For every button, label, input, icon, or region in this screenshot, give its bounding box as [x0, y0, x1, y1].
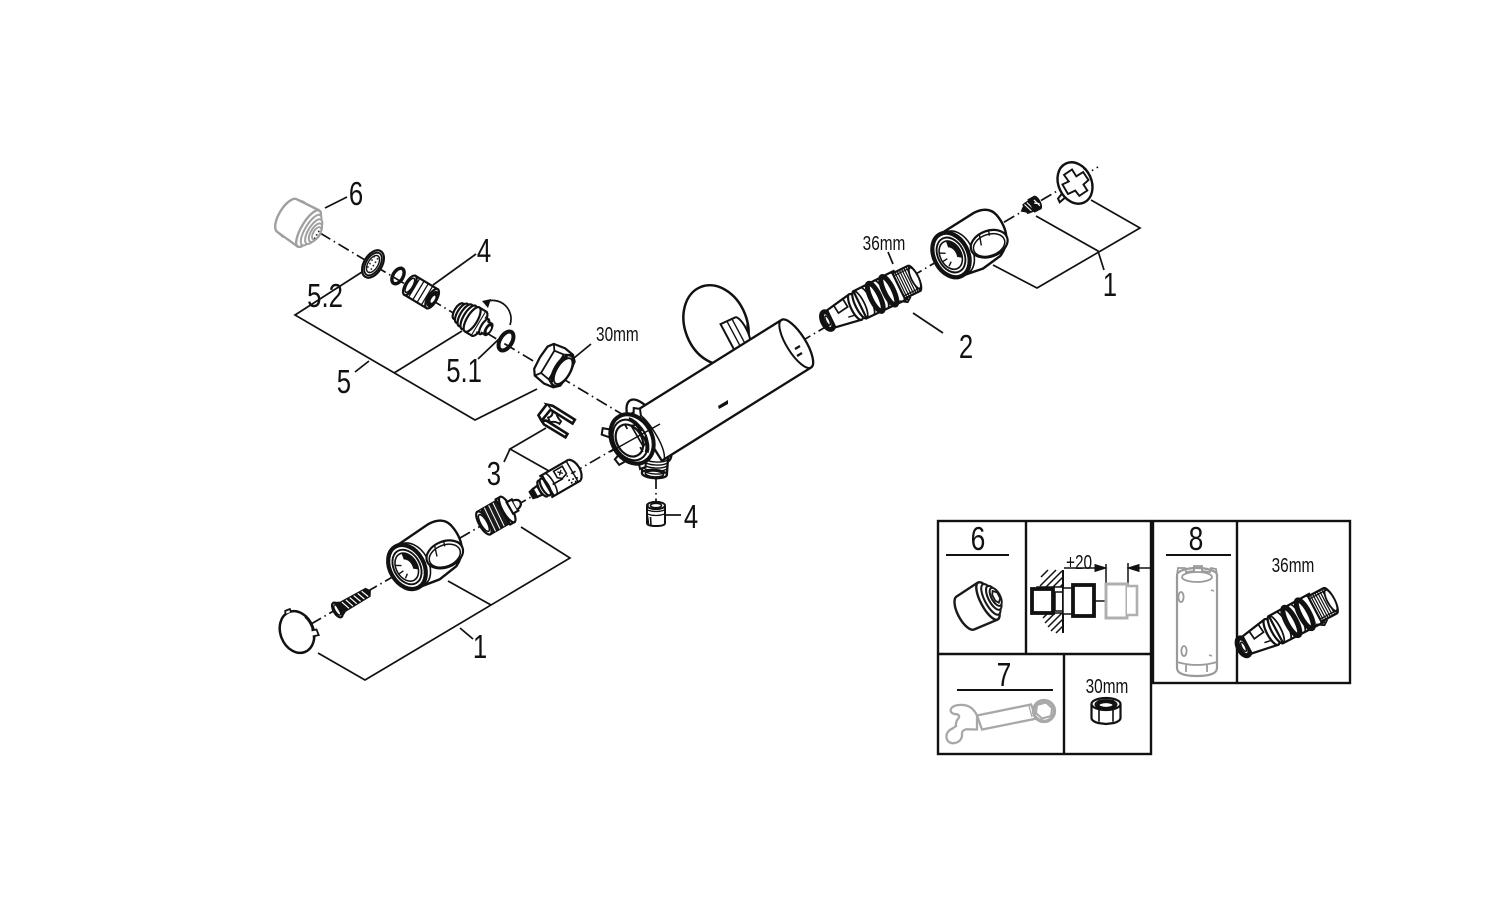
svg-text:4: 4: [684, 499, 698, 536]
svg-text:36mm: 36mm: [1272, 554, 1315, 577]
svg-text:30mm: 30mm: [596, 323, 639, 346]
svg-text:7: 7: [997, 657, 1012, 693]
svg-text:30mm: 30mm: [1086, 675, 1129, 698]
svg-text:5.2: 5.2: [307, 278, 343, 315]
svg-text:6: 6: [971, 521, 986, 557]
svg-text:3: 3: [487, 456, 501, 493]
svg-text:1: 1: [473, 629, 487, 666]
svg-text:5.1: 5.1: [446, 353, 482, 390]
svg-text:5: 5: [337, 364, 351, 401]
svg-text:2: 2: [959, 329, 973, 366]
svg-text:6: 6: [349, 176, 363, 213]
svg-text:36mm: 36mm: [863, 232, 906, 255]
svg-text:4: 4: [477, 233, 491, 270]
svg-text:+20: +20: [1066, 551, 1092, 574]
svg-text:1: 1: [1103, 267, 1117, 304]
svg-text:8: 8: [1189, 521, 1204, 557]
